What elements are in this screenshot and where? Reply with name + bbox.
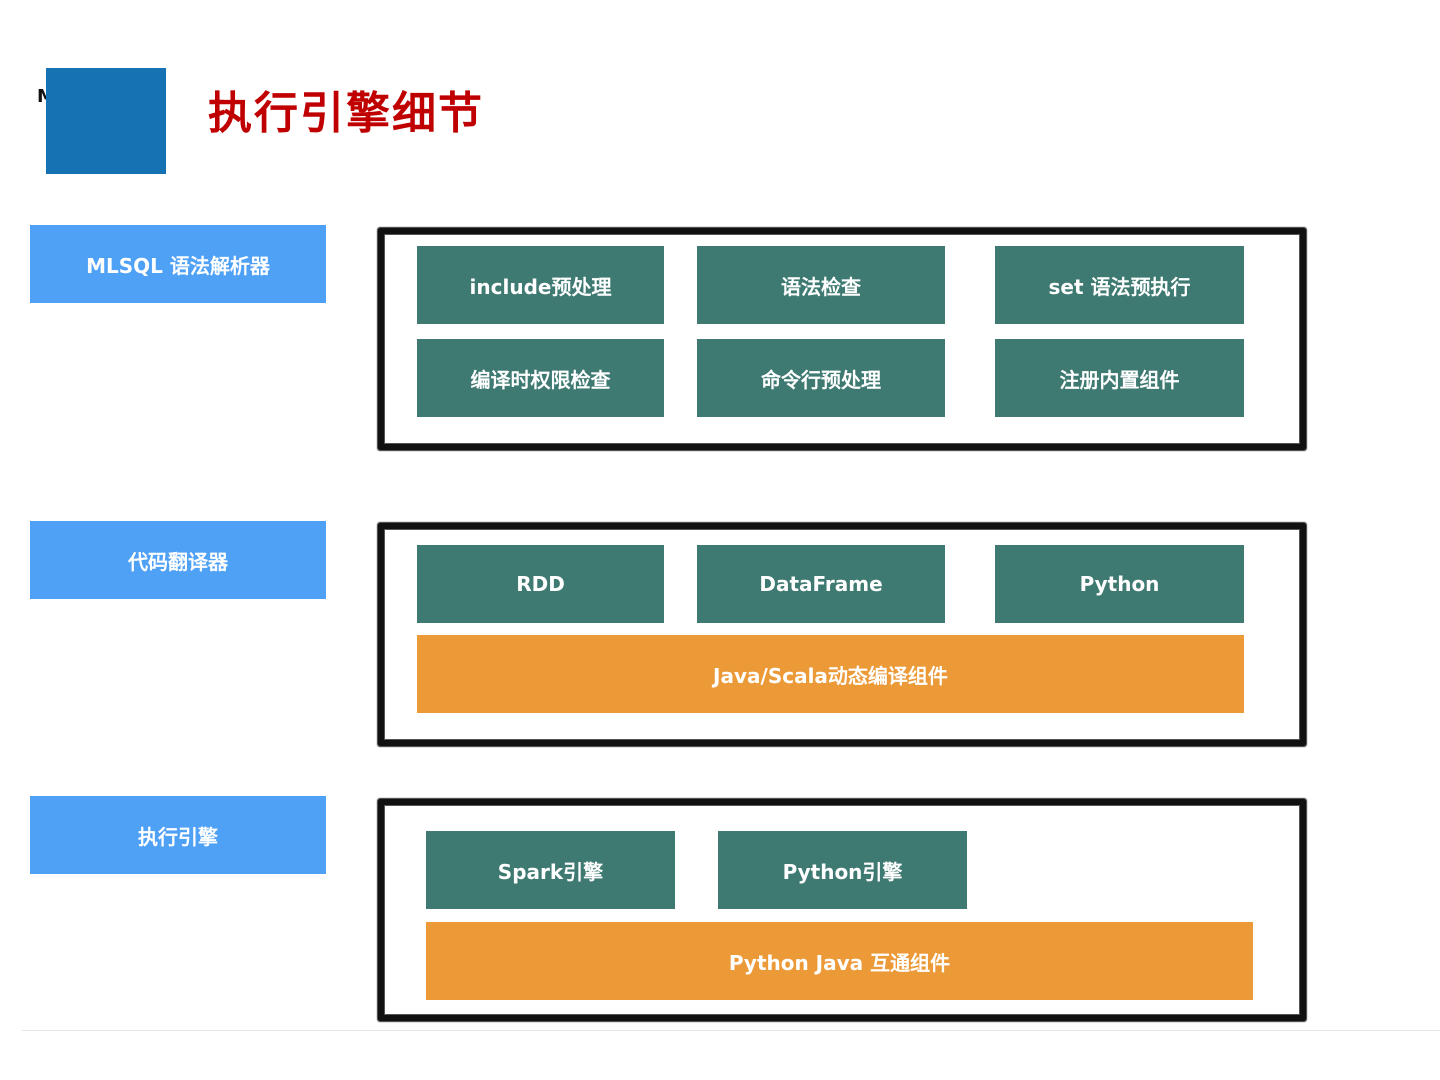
component-spark-engine: Spark引擎 bbox=[426, 831, 675, 909]
component-set-pre-execute: set 语法预执行 bbox=[995, 246, 1244, 324]
component-python-java-interop: Python Java 互通组件 bbox=[426, 922, 1253, 1000]
logo-block bbox=[46, 68, 166, 174]
component-dynamic-compile: Java/Scala动态编译组件 bbox=[417, 635, 1244, 713]
component-syntax-check: 语法检查 bbox=[697, 246, 945, 324]
bottom-divider bbox=[22, 1030, 1440, 1031]
component-command-preprocess: 命令行预处理 bbox=[697, 339, 945, 417]
component-python-engine: Python引擎 bbox=[718, 831, 967, 909]
component-include-preprocess: include预处理 bbox=[417, 246, 664, 324]
engine-frame bbox=[378, 799, 1306, 1021]
component-python: Python bbox=[995, 545, 1244, 623]
component-rdd: RDD bbox=[417, 545, 664, 623]
page-title: 执行引擎细节 bbox=[208, 88, 484, 139]
layer-label-parser: MLSQL 语法解析器 bbox=[30, 225, 326, 303]
component-compile-auth-check: 编译时权限检查 bbox=[417, 339, 664, 417]
layer-label-translator: 代码翻译器 bbox=[30, 521, 326, 599]
parser-frame bbox=[378, 228, 1306, 450]
component-register-builtin: 注册内置组件 bbox=[995, 339, 1244, 417]
translator-frame bbox=[378, 523, 1306, 746]
component-dataframe: DataFrame bbox=[697, 545, 945, 623]
layer-label-engine: 执行引擎 bbox=[30, 796, 326, 874]
